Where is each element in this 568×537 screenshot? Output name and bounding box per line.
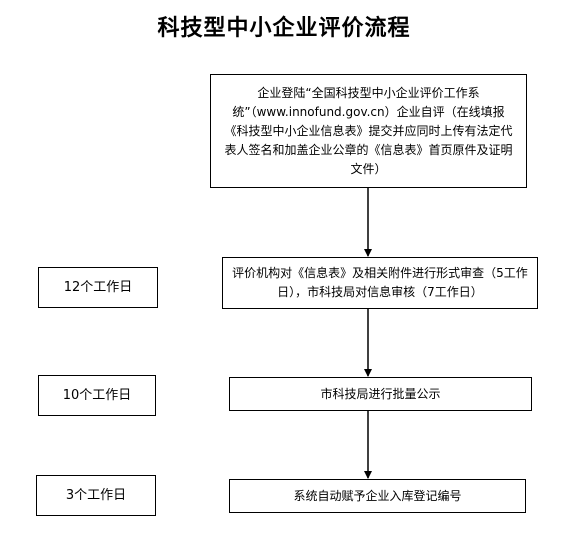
step-public-announcement-box: 市科技局进行批量公示 [229, 377, 532, 411]
step-public-announcement-text: 市科技局进行批量公示 [320, 386, 441, 401]
step-registration-number-text: 系统自动赋予企业入库登记编号 [293, 488, 462, 503]
step-formal-review-box: 评价机构对《信息表》及相关附件进行形式审查（5工作日），市科技局对信息审核（7工… [222, 257, 538, 309]
duration-10-days-text: 10个工作日 [62, 388, 132, 403]
step-formal-review-text: 评价机构对《信息表》及相关附件进行形式审查（5工作日），市科技局对信息审核（7工… [232, 266, 528, 299]
duration-3-days-text: 3个工作日 [65, 488, 127, 503]
duration-12-days-box: 12个工作日 [38, 267, 158, 308]
step-online-self-assessment-box: 企业登陆“全国科技型中小企业评价工作系统”（www.innofund.gov.c… [210, 74, 527, 188]
duration-3-days-box: 3个工作日 [36, 475, 156, 516]
step-online-self-assessment-text: 企业登陆“全国科技型中小企业评价工作系统”（www.innofund.gov.c… [224, 85, 513, 176]
duration-10-days-box: 10个工作日 [38, 375, 156, 416]
duration-12-days-text: 12个工作日 [63, 280, 133, 295]
step-registration-number-box: 系统自动赋予企业入库登记编号 [229, 479, 526, 513]
flowchart-title: 科技型中小企业评价流程 [157, 16, 411, 41]
